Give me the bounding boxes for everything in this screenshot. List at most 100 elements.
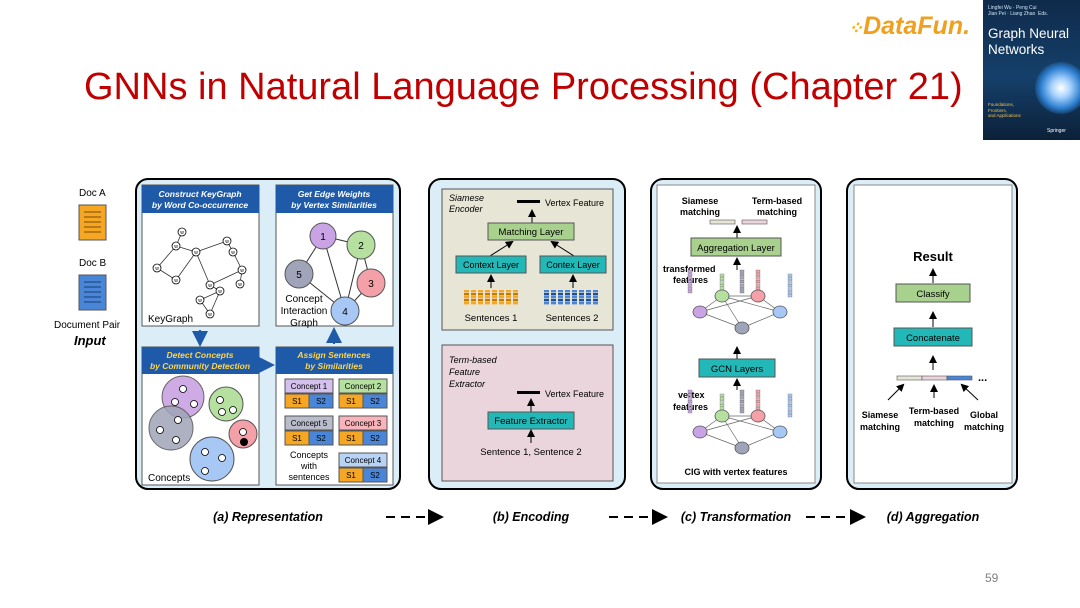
token-cell <box>544 293 549 296</box>
transformed-graph <box>687 269 793 335</box>
feature-cell <box>719 397 725 401</box>
svg-text:Concept 4: Concept 4 <box>345 456 382 465</box>
concept-node-5 <box>284 259 314 289</box>
cig-graph <box>687 389 793 455</box>
svg-text:Concept 5: Concept 5 <box>291 419 328 428</box>
svg-text:1: 1 <box>320 232 326 243</box>
svg-text:w: w <box>180 230 184 236</box>
token-cell <box>471 290 476 293</box>
graph-node <box>692 425 708 439</box>
token-cell <box>506 302 511 305</box>
box1-title-line1: Construct KeyGraph <box>158 189 241 199</box>
svg-text:w: w <box>218 289 222 295</box>
graph-node <box>772 305 788 319</box>
feature-cell <box>755 393 761 397</box>
aggregation-layer <box>690 237 782 257</box>
token-cell <box>586 290 591 293</box>
book-subtitle: Foundations, Frontiers, and Applications <box>988 102 1021 118</box>
svg-text:Concept 2: Concept 2 <box>345 382 382 391</box>
feature-cell <box>739 283 745 287</box>
token-cell <box>478 290 483 293</box>
feature-cell <box>755 286 761 290</box>
book-glow <box>1035 62 1080 114</box>
token-cell <box>478 302 483 305</box>
graph-edge <box>721 295 781 313</box>
result-label: Result <box>913 249 953 264</box>
feature-cell <box>739 389 745 393</box>
c-term-line1: Term-based <box>752 196 802 206</box>
svg-text:Aggregation Layer: Aggregation Layer <box>697 243 775 254</box>
token-cell <box>464 293 469 296</box>
token-cell <box>558 290 563 293</box>
caption-transformation: (c) Transformation <box>681 510 792 524</box>
svg-text:w: w <box>174 244 178 250</box>
feature-cell <box>687 286 693 290</box>
token-cell <box>579 293 584 296</box>
caption-encoding: (b) Encoding <box>493 510 570 524</box>
token-cell <box>513 290 518 293</box>
feature-cell <box>787 277 793 281</box>
svg-text:S1: S1 <box>346 397 356 406</box>
token-cell <box>499 299 504 302</box>
context-layer-1 <box>455 255 527 274</box>
token-cell <box>593 290 598 293</box>
svg-text:S2: S2 <box>370 471 380 480</box>
feature-cell <box>787 414 793 418</box>
token-cell <box>558 302 563 305</box>
sentence1-tokens <box>464 290 518 305</box>
token-cell <box>506 290 511 293</box>
sentences-1-label: Sentences 1 <box>465 313 518 324</box>
transformed-line2: features <box>673 275 708 285</box>
keygraph-box: Construct KeyGraph by Word Co-occurrence… <box>141 184 260 327</box>
graph-edge <box>699 311 743 329</box>
feature-cell <box>787 287 793 291</box>
feature-cell <box>719 273 725 277</box>
vertex-feature-label-top: Vertex Feature <box>545 198 604 208</box>
page-title: GNNs in Natural Language Processing (Cha… <box>84 66 963 108</box>
d-term-line1: Term-based <box>909 406 959 416</box>
sentences-2-label: Sentences 2 <box>546 313 599 324</box>
token-cell <box>565 290 570 293</box>
feature-cell <box>687 400 693 403</box>
doc-a-label: Doc A <box>79 188 106 199</box>
token-cell <box>572 302 577 305</box>
feature-cell <box>755 389 761 393</box>
token-cell <box>485 296 490 299</box>
feature-cell <box>687 403 693 407</box>
box2-label-line2: Interaction <box>281 306 328 317</box>
datafun-logo: ⁘DataFun. <box>848 12 971 40</box>
doc-b-label: Doc B <box>79 258 107 269</box>
feature-cell <box>739 269 745 273</box>
token-cell <box>478 293 483 296</box>
token-cell <box>485 293 490 296</box>
svg-text:w: w <box>208 312 212 318</box>
token-cell <box>499 302 504 305</box>
token-cell <box>544 296 549 299</box>
box2-title-line1: Get Edge Weights <box>298 189 371 199</box>
svg-text:Concept 1: Concept 1 <box>291 382 328 391</box>
feature-cell <box>687 410 693 414</box>
token-cell <box>593 293 598 296</box>
svg-text:GCN Layers: GCN Layers <box>711 364 764 375</box>
graph-node <box>750 409 766 423</box>
feature-cell <box>687 290 693 294</box>
box4-title-line2: by Similarities <box>305 361 363 371</box>
ellipsis: ... <box>978 372 987 384</box>
document-pair-label: Document Pair <box>54 320 121 331</box>
token-cell <box>565 296 570 299</box>
svg-text:3: 3 <box>368 279 374 290</box>
svg-text:S2: S2 <box>370 434 380 443</box>
token-cell <box>558 299 563 302</box>
svg-text:w: w <box>238 282 242 288</box>
feature-cell <box>687 283 693 287</box>
svg-text:w: w <box>231 250 235 256</box>
feature-cell <box>787 397 793 401</box>
box4-title-line1: Assign Sentences <box>296 350 370 360</box>
svg-text:w: w <box>240 268 244 274</box>
svg-text:w: w <box>225 239 229 245</box>
feature-cell <box>719 277 725 281</box>
graph-edge <box>699 431 743 449</box>
token-cell <box>558 296 563 299</box>
token-cell <box>572 299 577 302</box>
sentence2-tokens <box>544 290 598 305</box>
